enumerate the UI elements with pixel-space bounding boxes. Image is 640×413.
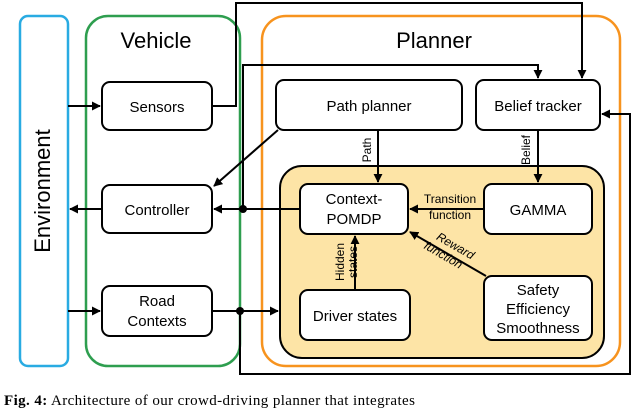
edge-label-hidden-1: Hidden xyxy=(333,243,347,281)
path-planner-label: Path planner xyxy=(326,98,411,115)
junction-dot-controller xyxy=(239,205,247,213)
edge-label-hidden-2: states xyxy=(346,246,360,278)
vehicle-title: Vehicle xyxy=(121,28,192,53)
arrow-objectives-pomdp xyxy=(409,231,487,277)
environment-box xyxy=(18,14,70,368)
edge-label-transition-2: function xyxy=(429,208,471,222)
caption-label: Fig. 4: xyxy=(4,393,48,409)
controller-label: Controller xyxy=(124,202,189,219)
edge-label-path: Path xyxy=(360,138,374,163)
objective-efficiency: Efficiency xyxy=(506,301,570,318)
path-planner-box xyxy=(275,79,463,131)
objective-smoothness: Smoothness xyxy=(496,320,579,337)
junction-dot-road xyxy=(236,307,244,315)
belief-tracker-label: Belief tracker xyxy=(494,98,582,115)
edge-label-belief: Belief xyxy=(519,134,533,165)
context-pomdp-label-2: POMDP xyxy=(326,211,381,228)
figure-caption: Fig. 4: Architecture of our crowd-drivin… xyxy=(4,392,640,410)
objective-safety: Safety xyxy=(517,282,560,299)
caption-text: Architecture of our crowd-driving planne… xyxy=(50,393,416,409)
environment-label: Environment xyxy=(30,129,55,253)
gamma-label: GAMMA xyxy=(510,202,567,219)
arrow-road-belief-tracker xyxy=(239,109,631,375)
edge-label-transition-1: Transition xyxy=(424,192,476,206)
road-contexts-label-1: Road xyxy=(139,293,175,310)
planner-box xyxy=(260,14,622,368)
arrow-sensors-belief-tracker xyxy=(212,2,587,107)
context-pomdp-label-1: Context- xyxy=(326,191,383,208)
vehicle-box xyxy=(84,14,242,368)
road-contexts-label-2: Contexts xyxy=(127,313,186,330)
objectives-box xyxy=(483,275,593,341)
sensors-label: Sensors xyxy=(129,99,184,116)
driver-states-label: Driver states xyxy=(313,308,397,325)
arrow-path-planner-controller xyxy=(213,129,279,187)
arrow-controller-branch-belief xyxy=(242,64,543,209)
planner-title: Planner xyxy=(396,28,472,53)
